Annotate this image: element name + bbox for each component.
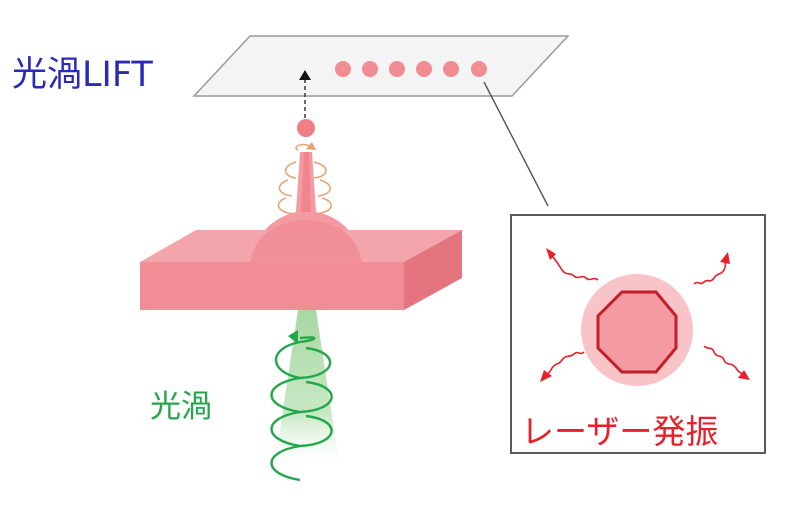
flying-droplet — [297, 119, 315, 137]
emission-arrow-top-right — [693, 252, 730, 285]
printed-dots — [335, 61, 487, 77]
upward-flight-arrow — [299, 70, 311, 118]
vortex-beam — [274, 310, 340, 470]
orange-vortex-spiral — [277, 142, 332, 215]
laser-inset — [510, 214, 766, 454]
vortex-label: 光渦 — [150, 389, 212, 425]
emission-arrow-bottom-right — [703, 345, 750, 380]
octagon-resonator — [596, 290, 678, 374]
lift-label: 光渦LIFT — [12, 55, 153, 95]
laser-oscillation-label: レーザー発振 — [521, 412, 718, 451]
emission-arrow-top-left — [546, 248, 599, 281]
green-vortex-spiral — [270, 330, 333, 482]
receiver-plate — [192, 35, 570, 97]
donor-slab — [140, 220, 462, 310]
zoom-connector-line — [483, 81, 549, 207]
emission-arrow-bottom-left — [540, 351, 585, 382]
